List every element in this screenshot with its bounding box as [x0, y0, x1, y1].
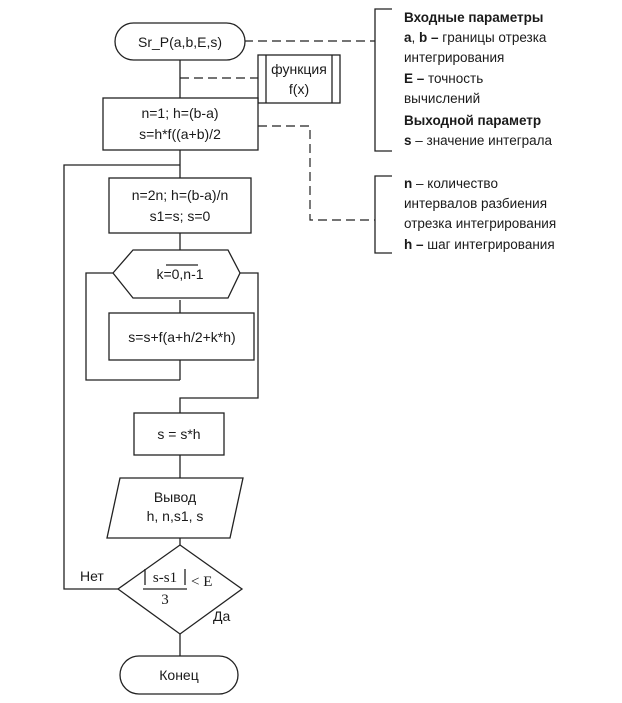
- a-b-sep: ,: [412, 30, 420, 45]
- condition-denominator: 3: [161, 592, 169, 608]
- a-b-line-2: интегрирования: [404, 50, 504, 65]
- for-label: k=0,n-1: [156, 266, 203, 282]
- bracket-io-params: [374, 8, 392, 152]
- connector-inner-loop-back: [85, 272, 180, 381]
- s-key: s: [404, 133, 412, 148]
- flow-connectors: [63, 60, 259, 656]
- condition-numerator: s-s1: [153, 570, 177, 586]
- a-b-line-1: a, b – границы отрезка: [404, 30, 547, 45]
- n-line-3: отрезка интегрирования: [404, 216, 556, 231]
- function-label-fx: f(x): [289, 81, 309, 97]
- e-line-2: вычислений: [404, 91, 480, 106]
- h-line: h – шаг интегрирования: [404, 237, 555, 252]
- no-label: Нет: [80, 568, 104, 584]
- loop-line-1: n=2n; h=(b-a)/n: [132, 187, 229, 203]
- n-line-1: n – количество: [404, 176, 498, 191]
- b-key: b –: [419, 30, 439, 45]
- s-desc: – значение интеграла: [412, 133, 553, 148]
- function-box: функция f(x): [257, 54, 341, 104]
- mult-label: s = s*h: [157, 426, 200, 442]
- io-params-note: Входные параметры a, b – границы отрезка…: [404, 10, 553, 148]
- start-label: Sr_P(a,b,E,s): [138, 34, 222, 50]
- end-terminal: Конец: [119, 655, 239, 695]
- for-loop-hexagon: k=0,n-1: [112, 249, 241, 299]
- bracket-loop-params: [374, 175, 392, 254]
- start-terminal: Sr_P(a,b,E,s): [114, 22, 246, 61]
- output-param-header: Выходной параметр: [404, 113, 541, 128]
- e-key: E –: [404, 71, 425, 86]
- a-key: a: [404, 30, 412, 45]
- init-line-1: n=1; h=(b-a): [141, 105, 218, 121]
- init-line-2: s=h*f((a+b)/2: [139, 126, 221, 142]
- yes-label: Да: [213, 608, 230, 624]
- connector-outer-loop-back: [63, 164, 180, 590]
- e-desc-1: точность: [424, 71, 483, 86]
- condition-diamond: s-s1 3 < E: [116, 544, 244, 635]
- output-line-1: Вывод: [154, 489, 196, 505]
- e-line-1: E – точность: [404, 71, 483, 86]
- body-label: s=s+f(a+h/2+k*h): [128, 329, 235, 345]
- condition-rhs: < E: [191, 574, 212, 590]
- s-line: s – значение интеграла: [404, 133, 553, 148]
- annotation-connectors: [180, 40, 375, 221]
- loop-line-2: s1=s; s=0: [150, 208, 211, 224]
- n-line-2: интервалов разбиения: [404, 196, 547, 211]
- input-params-header: Входные параметры: [404, 10, 543, 25]
- function-label-word: функция: [271, 61, 327, 77]
- loop-init-process: n=2n; h=(b-a)/n s1=s; s=0: [108, 177, 252, 234]
- h-key: h –: [404, 237, 424, 252]
- connector-for-exit: [179, 272, 259, 413]
- init-process: n=1; h=(b-a) s=h*f((a+b)/2: [102, 97, 259, 151]
- loop-body-process: s=s+f(a+h/2+k*h): [108, 312, 255, 361]
- output-line-2: h, n,s1, s: [147, 508, 204, 524]
- loop-params-note: n – количество интервалов разбиения отре…: [404, 176, 556, 252]
- dash-init-note: [258, 125, 375, 221]
- end-label: Конец: [159, 667, 198, 683]
- a-b-desc-1: границы отрезка: [439, 30, 547, 45]
- n-key: n: [404, 176, 412, 191]
- n-desc-1: – количество: [412, 176, 498, 191]
- h-desc: шаг интегрирования: [424, 237, 555, 252]
- multiply-process: s = s*h: [133, 412, 225, 456]
- output-parallelogram: Вывод h, n,s1, s: [106, 477, 244, 539]
